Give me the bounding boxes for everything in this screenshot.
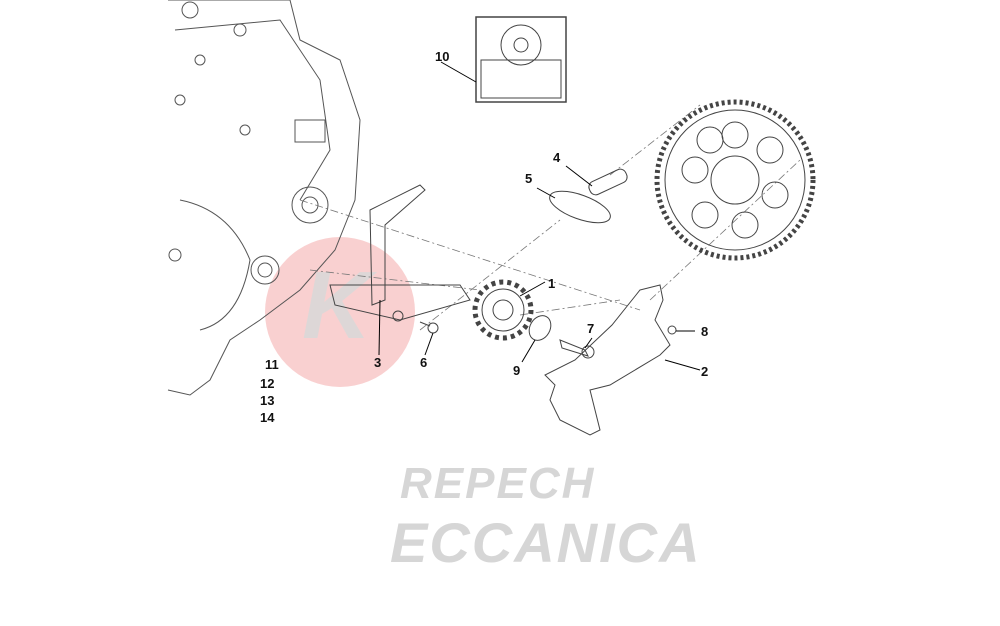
callout-10[interactable]: 10 [435,49,450,64]
callout-13[interactable]: 13 [260,393,275,408]
rear-sprocket [654,99,816,261]
washer-part-9 [521,315,552,363]
sprocket-cover-part-2 [544,284,701,436]
callout-11[interactable]: 11 [265,357,279,372]
callout-9[interactable]: 9 [513,363,521,378]
chain-link-part-4 [565,165,628,196]
callout-6[interactable]: 6 [420,355,428,370]
watermark-logo-circle [265,237,415,387]
callout-2[interactable]: 2 [701,364,709,379]
watermark-line-1: REPECH [400,459,596,508]
kit-box-part-10 [440,16,567,103]
callout-3[interactable]: 3 [374,355,382,370]
callout-4[interactable]: 4 [553,150,561,165]
chain-clip-part-5 [536,187,611,224]
bolt-part-7 [559,337,595,359]
engine-case [167,0,361,396]
callout-12[interactable]: 12 [260,376,275,391]
callout-5[interactable]: 5 [525,171,533,186]
callout-1[interactable]: 1 [548,276,556,291]
callout-7[interactable]: 7 [587,321,595,336]
front-sprocket-part-1 [472,279,546,341]
watermark-line-2: ECCANICA [390,511,702,574]
screw-part-8 [667,325,695,335]
callout-14[interactable]: 14 [260,410,275,425]
bolt-part-6 [419,321,439,356]
guide-lines [299,104,801,331]
chain-guide-part-3 [329,184,471,356]
callout-8[interactable]: 8 [701,324,709,339]
watermark-logo-letter: K [302,252,378,359]
